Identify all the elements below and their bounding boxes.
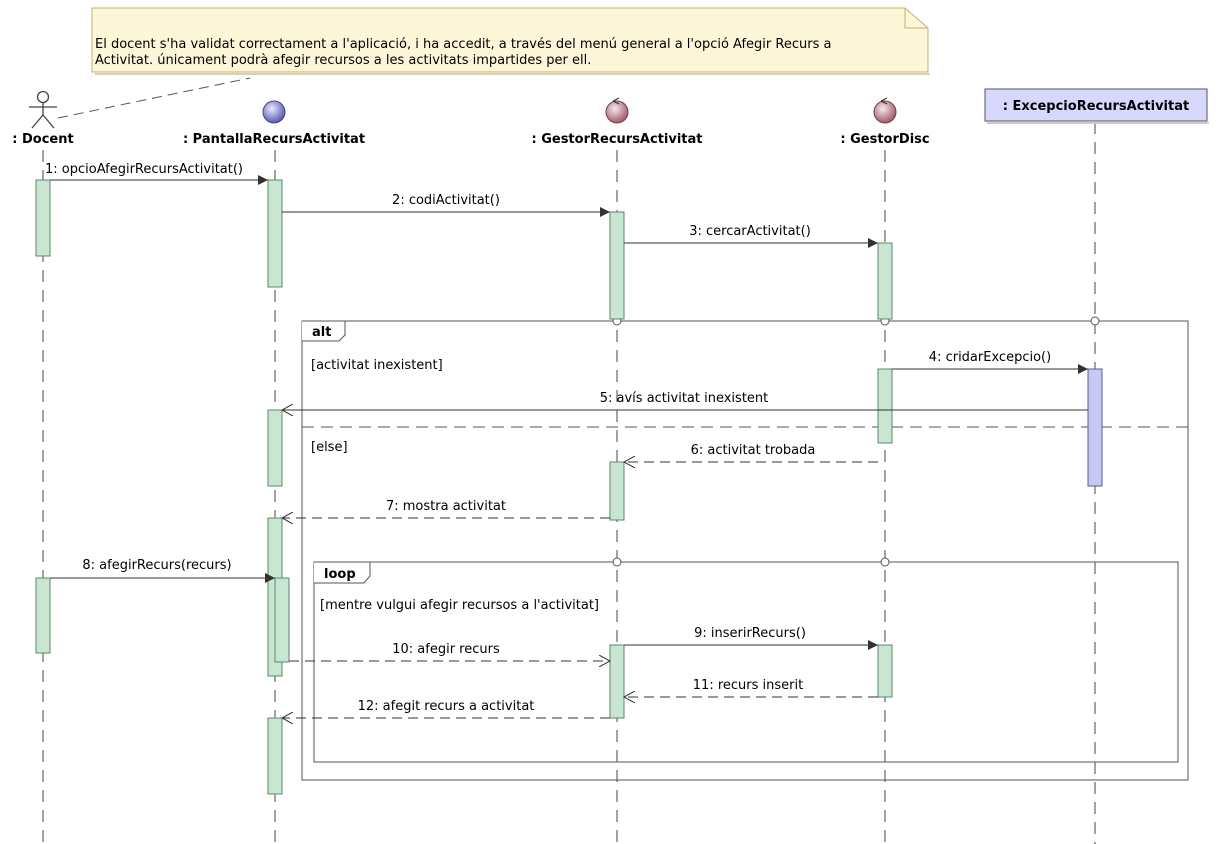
loop-guard: [mentre vulgui afegir recursos a l'activ… — [320, 598, 599, 613]
note-line-1: El docent s'ha validat correctament a l'… — [95, 37, 831, 52]
message-5-label: 5: avís activitat inexistent — [600, 391, 769, 406]
alt-guard-2: [else] — [311, 440, 348, 455]
excepcio-label: : ExcepcioRecursActivitat — [1003, 99, 1189, 114]
activation-excepcio — [1087, 368, 1103, 487]
message-11-label: 11: recurs inserit — [693, 678, 803, 693]
pantalla-label: : PantallaRecursActivitat — [183, 132, 365, 147]
lifeline-lines — [42, 122, 1096, 844]
activation-gestor-recurs-2 — [609, 461, 625, 521]
message-8-label: 8: afegirRecurs(recurs) — [82, 558, 231, 573]
message-2-label: 2: codiActivitat() — [392, 193, 500, 208]
message-3-label: 3: cercarActivitat() — [689, 224, 811, 239]
activation-pantalla-2 — [267, 409, 283, 487]
activation-gestor-disc-3 — [877, 644, 893, 698]
actor-icon — [29, 90, 57, 129]
activation-gestor-disc-1 — [877, 242, 893, 320]
activation-pantalla-4 — [267, 717, 283, 795]
gestor-disc-label: : GestorDisc — [840, 132, 929, 147]
activation-pantalla-1 — [267, 179, 283, 288]
activation-gestor-recurs-1 — [609, 211, 625, 320]
note-line-2: Activitat. únicament podrà afegir recurs… — [95, 53, 591, 68]
note: El docent s'ha validat correctament a l'… — [91, 7, 930, 75]
message-1-label: 1: opcioAfegirRecursActivitat() — [45, 162, 243, 177]
activation-gestor-recurs-3 — [609, 644, 625, 719]
message-10-label: 10: afegir recurs — [392, 642, 500, 657]
message-7-label: 7: mostra activitat — [386, 499, 506, 514]
gestor-recurs-label: : GestorRecursActivitat — [531, 132, 702, 147]
docent-label: : Docent — [12, 132, 73, 147]
activation-docent-2 — [35, 577, 51, 654]
alt-fragment: alt [activitat inexistent] [else] — [301, 316, 1189, 781]
activation-bars — [35, 179, 893, 795]
message-6-label: 6: activitat trobada — [691, 443, 816, 458]
alt-guard-1: [activitat inexistent] — [311, 358, 443, 373]
message-12-label: 12: afegit recurs a activitat — [358, 699, 535, 714]
message-arrows — [50, 175, 1088, 718]
control-icon-gestor-recurs — [605, 97, 629, 124]
control-icon-gestor-disc — [873, 97, 897, 124]
activation-docent-1 — [35, 179, 51, 257]
boundary-icon — [262, 100, 286, 124]
alt-tag: alt — [312, 325, 331, 340]
note-connector — [57, 77, 251, 119]
activation-gestor-disc-2 — [877, 368, 893, 444]
loop-tag: loop — [324, 567, 356, 582]
loop-fragment: loop [mentre vulgui afegir recursos a l'… — [313, 557, 1179, 763]
activation-pantalla-nested — [274, 577, 290, 663]
message-9-label: 9: inserirRecurs() — [694, 626, 806, 641]
excepcio-box — [984, 88, 1208, 122]
message-4-label: 4: cridarExcepcio() — [929, 350, 1051, 365]
